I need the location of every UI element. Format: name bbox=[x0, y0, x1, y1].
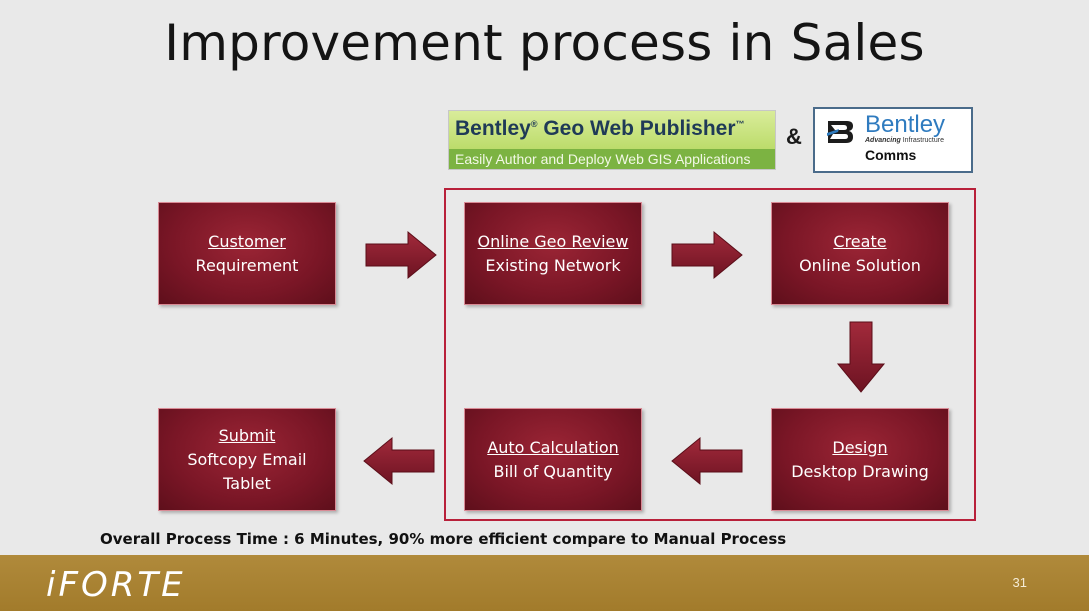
page-number: 31 bbox=[1012, 575, 1027, 590]
step-heading: Design bbox=[832, 437, 888, 457]
step-detail-secondary: Tablet bbox=[223, 473, 271, 493]
step-heading: Submit bbox=[218, 425, 276, 445]
step-heading: Customer bbox=[208, 231, 286, 251]
geo-web-publisher-brand: Bentley bbox=[455, 117, 531, 140]
step-heading: Online Geo Review bbox=[477, 231, 629, 251]
step-design-desktop-drawing: Design Desktop Drawing bbox=[771, 408, 949, 511]
step-heading: Auto Calculation bbox=[487, 437, 619, 457]
step-detail: Requirement bbox=[195, 255, 299, 275]
geo-web-publisher-tagline-bar: Easily Author and Deploy Web GIS Applica… bbox=[449, 149, 775, 169]
step-customer-requirement: Customer Requirement bbox=[158, 202, 336, 305]
arrow-down-icon bbox=[836, 321, 886, 393]
geo-web-publisher-title: Bentley® Geo Web Publisher™ bbox=[455, 117, 745, 141]
bentley-tagline-bold: Advancing bbox=[865, 137, 901, 144]
arrow-right-icon bbox=[671, 230, 743, 280]
step-heading: Create bbox=[833, 231, 887, 251]
bentley-tagline-rest: Infrastructure bbox=[900, 137, 944, 144]
bentley-wordmark: Bentley bbox=[865, 111, 946, 138]
step-online-geo-review: Online Geo Review Existing Network bbox=[464, 202, 642, 305]
process-time-footnote: Overall Process Time : 6 Minutes, 90% mo… bbox=[100, 530, 787, 548]
online-tools-frame bbox=[444, 188, 976, 521]
step-auto-calculation: Auto Calculation Bill of Quantity bbox=[464, 408, 642, 511]
bentley-comms-logo: Bentley Advancing Infrastructure Comms bbox=[813, 107, 973, 173]
step-detail: Softcopy Email bbox=[187, 449, 307, 469]
geo-web-publisher-product: Geo Web Publisher bbox=[543, 117, 736, 140]
geo-web-publisher-logo: Bentley® Geo Web Publisher™ Easily Autho… bbox=[448, 110, 776, 170]
arrow-left-icon bbox=[363, 436, 435, 486]
registered-mark: ® bbox=[530, 119, 538, 129]
step-create-online-solution: Create Online Solution bbox=[771, 202, 949, 305]
arrow-left-icon bbox=[671, 436, 743, 486]
bentley-product-name: Comms bbox=[865, 147, 917, 163]
geo-web-publisher-header: Bentley® Geo Web Publisher™ bbox=[449, 111, 775, 149]
step-detail: Existing Network bbox=[485, 255, 621, 275]
arrow-right-icon bbox=[365, 230, 437, 280]
trademark-mark: ™ bbox=[735, 119, 745, 129]
bentley-b-icon bbox=[825, 117, 855, 147]
ampersand: & bbox=[786, 124, 802, 149]
bentley-tagline: Advancing Infrastructure bbox=[865, 137, 944, 144]
step-detail: Desktop Drawing bbox=[791, 461, 929, 481]
slide-title: Improvement process in Sales bbox=[164, 14, 925, 72]
geo-web-publisher-tagline: Easily Author and Deploy Web GIS Applica… bbox=[455, 151, 751, 167]
iforte-logo: iFORTE bbox=[46, 565, 186, 605]
step-detail: Online Solution bbox=[799, 255, 921, 275]
step-submit: Submit Softcopy Email Tablet bbox=[158, 408, 336, 511]
footer-bar: iFORTE 31 bbox=[0, 555, 1089, 611]
step-detail: Bill of Quantity bbox=[493, 461, 613, 481]
